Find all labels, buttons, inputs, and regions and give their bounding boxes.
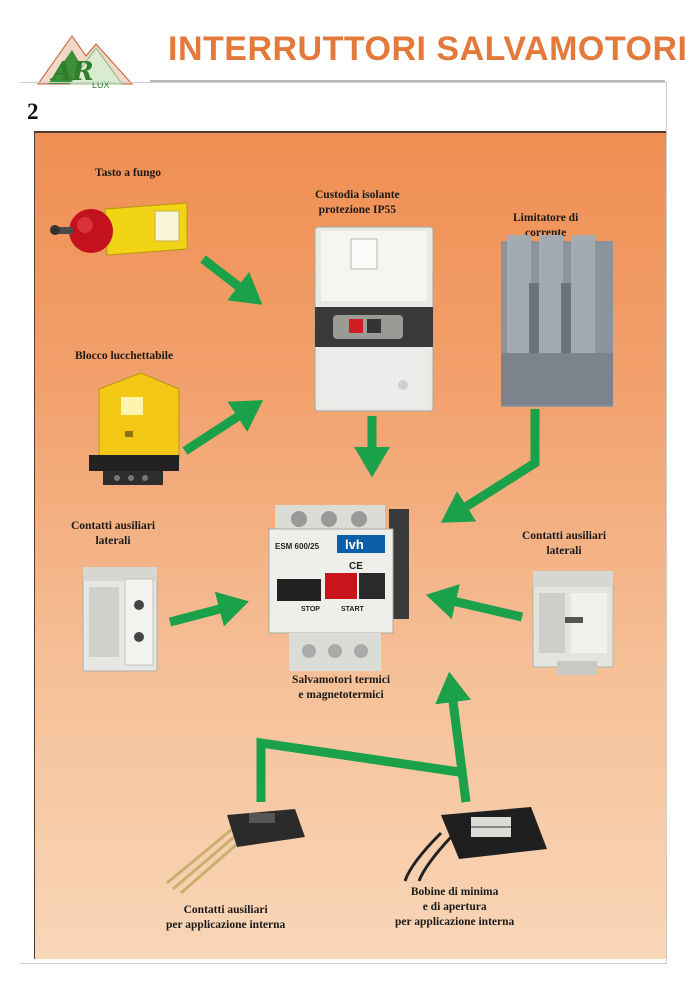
internal-aux-contacts-image xyxy=(166,809,305,895)
label-line: laterali xyxy=(95,535,131,547)
label-line: Salvamotori termici xyxy=(292,674,391,686)
label-line: per applicazione interna xyxy=(166,919,286,931)
label-line: Contatti ausiliari xyxy=(71,520,156,532)
arrow-bobine xyxy=(435,671,471,803)
arlux-logo: AR LUX xyxy=(37,35,134,90)
logo-text: LUX xyxy=(92,80,110,90)
label-custodia: Custodia isolante protezione IP55 xyxy=(315,188,400,218)
diagram-panel: Tasto a fungo Custodia isolante protezio… xyxy=(34,131,666,959)
label-line: Contatti ausiliari xyxy=(183,904,268,916)
label-tasto-fungo: Tasto a fungo xyxy=(95,166,161,181)
label-contatti-right: Contatti ausiliari laterali xyxy=(522,529,606,559)
arrows-layer xyxy=(168,255,540,803)
label-line: protezione IP55 xyxy=(318,204,397,216)
label-line: laterali xyxy=(546,545,582,557)
device-model: ESM 600/25 xyxy=(275,542,320,551)
padlock-block-image xyxy=(89,372,180,485)
label-line: Bobine di minima xyxy=(410,886,499,898)
label-contatti-left: Contatti ausiliari laterali xyxy=(71,519,155,549)
title-rule xyxy=(150,80,665,82)
device-brand: lvh xyxy=(345,537,364,552)
label-salvamotori: Salvamotori termici e magnetotermici xyxy=(292,673,390,703)
label-line: per applicazione interna xyxy=(395,916,515,928)
label-line: Tasto a fungo xyxy=(95,167,162,179)
device-start: START xyxy=(341,606,365,613)
arrow-blocco xyxy=(182,400,264,455)
arrow-limitatore xyxy=(440,409,540,523)
enclosure-image xyxy=(314,226,434,412)
label-bobine: Bobine di minima e di apertura per appli… xyxy=(395,885,514,930)
label-blocco: Blocco lucchettabile xyxy=(75,349,173,364)
arrow-contatti-left xyxy=(168,591,249,627)
page-frame xyxy=(20,82,667,964)
connector-interni xyxy=(256,737,467,802)
page-number: 2 xyxy=(27,99,39,124)
device-stop: STOP xyxy=(301,606,320,613)
current-limiter-image xyxy=(501,235,613,407)
arrow-tasto xyxy=(200,255,263,305)
label-line: e magnetotermici xyxy=(298,689,384,701)
motor-protector-image: ESM 600/25 lvh CE STOP START xyxy=(268,505,409,671)
device-ce: CE xyxy=(349,561,363,572)
aux-contacts-left-image xyxy=(82,567,158,672)
label-line: Custodia isolante xyxy=(315,189,400,201)
label-line: e di apertura xyxy=(422,901,487,913)
coil-image xyxy=(403,807,547,882)
aux-contacts-right-image xyxy=(532,571,614,675)
page-title: INTERRUTTORI SALVAMOTORI xyxy=(168,30,688,68)
page-header: AR LUX INTERRUTTORI SALVAMOTORI xyxy=(0,0,700,90)
label-interni: Contatti ausiliari per applicazione inte… xyxy=(166,903,285,933)
arrow-contatti-right xyxy=(425,584,524,622)
label-line: Blocco lucchettabile xyxy=(75,350,174,362)
mushroom-button-image xyxy=(50,202,188,256)
label-line: Limitatore di xyxy=(513,212,579,224)
label-line: Contatti ausiliari xyxy=(522,530,607,542)
